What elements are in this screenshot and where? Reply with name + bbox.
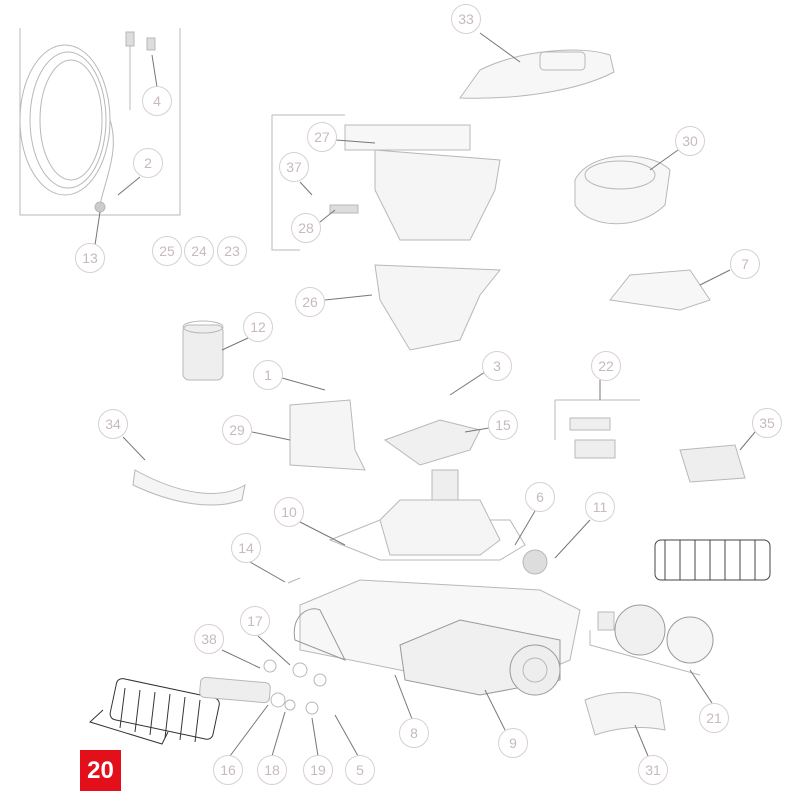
top-cover xyxy=(459,49,615,99)
callout-34[interactable]: 34 xyxy=(98,409,128,439)
callout-19[interactable]: 19 xyxy=(303,755,333,785)
callout-5[interactable]: 5 xyxy=(345,755,375,785)
callout-15[interactable]: 15 xyxy=(488,410,518,440)
front-flap xyxy=(289,399,366,471)
filter-canister-box xyxy=(271,114,345,251)
bumper-bar xyxy=(132,469,246,506)
robot-body xyxy=(293,579,581,696)
callout-26[interactable]: 26 xyxy=(295,287,325,317)
callout-31[interactable]: 31 xyxy=(638,755,668,785)
brush-roller-highlighted xyxy=(89,678,220,745)
filter-canister xyxy=(329,124,501,241)
callout-1[interactable]: 1 xyxy=(253,360,283,390)
callout-27[interactable]: 27 xyxy=(307,122,337,152)
highlighted-part-label[interactable]: 20 xyxy=(80,750,121,791)
side-panel xyxy=(679,444,746,483)
callout-8[interactable]: 8 xyxy=(399,718,429,748)
leader-lines xyxy=(94,32,756,757)
callout-2[interactable]: 2 xyxy=(133,148,163,178)
wheel-set xyxy=(589,604,714,676)
pump-motor-unit xyxy=(574,155,671,225)
brush-roller-right xyxy=(654,539,771,581)
callout-18[interactable]: 18 xyxy=(257,755,287,785)
impeller xyxy=(182,320,224,381)
handle xyxy=(609,269,711,311)
callout-11[interactable]: 11 xyxy=(585,492,615,522)
callout-35[interactable]: 35 xyxy=(752,408,782,438)
callout-25[interactable]: 25 xyxy=(152,236,182,266)
callout-28[interactable]: 28 xyxy=(291,213,321,243)
brush-cover-sheet xyxy=(584,692,666,736)
callout-16[interactable]: 16 xyxy=(213,755,243,785)
callout-14[interactable]: 14 xyxy=(231,533,261,563)
callout-21[interactable]: 21 xyxy=(699,703,729,733)
bracket xyxy=(383,419,481,466)
callout-6[interactable]: 6 xyxy=(525,482,555,512)
power-cable-coil xyxy=(19,31,156,213)
callout-9[interactable]: 9 xyxy=(498,728,528,758)
callout-22[interactable]: 22 xyxy=(591,351,621,381)
callout-24[interactable]: 24 xyxy=(184,236,214,266)
callout-12[interactable]: 12 xyxy=(243,312,273,342)
callout-29[interactable]: 29 xyxy=(222,415,252,445)
callout-10[interactable]: 10 xyxy=(274,497,304,527)
callout-13[interactable]: 13 xyxy=(75,243,105,273)
motor-block xyxy=(328,469,548,575)
callout-30[interactable]: 30 xyxy=(675,126,705,156)
latch-set-box xyxy=(554,399,640,459)
callout-17[interactable]: 17 xyxy=(240,606,270,636)
callout-23[interactable]: 23 xyxy=(217,236,247,266)
callout-37[interactable]: 37 xyxy=(279,152,309,182)
callout-38[interactable]: 38 xyxy=(194,624,224,654)
callout-4[interactable]: 4 xyxy=(142,86,172,116)
filter-basket xyxy=(374,264,502,351)
callout-7[interactable]: 7 xyxy=(730,249,760,279)
callout-3[interactable]: 3 xyxy=(482,351,512,381)
callout-33[interactable]: 33 xyxy=(451,4,481,34)
axle-assembly xyxy=(199,577,327,715)
